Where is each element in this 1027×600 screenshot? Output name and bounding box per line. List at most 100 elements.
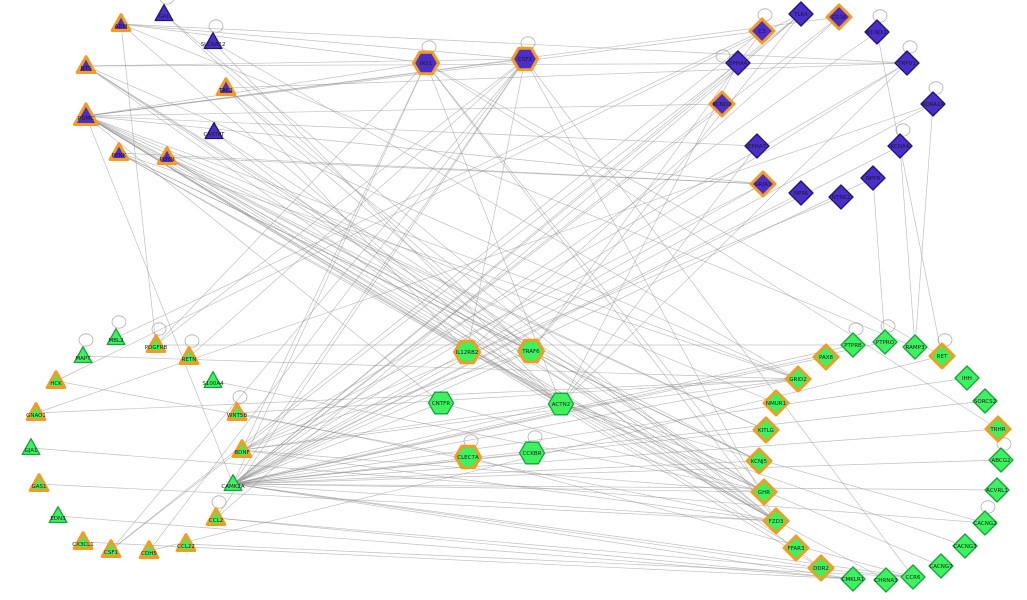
edge	[85, 115, 764, 185]
edge	[560, 403, 966, 547]
edge	[110, 30, 763, 551]
node-ghr[interactable]	[750, 478, 778, 506]
node-gja1[interactable]	[21, 437, 41, 456]
edge	[530, 30, 763, 352]
node-wnt5b[interactable]	[226, 402, 248, 421]
node-fzd3[interactable]	[762, 507, 790, 535]
edge	[232, 103, 934, 485]
node-penk[interactable]	[108, 142, 130, 161]
node-slc6a12[interactable]	[203, 31, 223, 50]
edge	[241, 62, 427, 451]
node-abcg2[interactable]	[988, 447, 1014, 473]
node-traf6[interactable]	[517, 338, 545, 364]
node-nts[interactable]	[75, 55, 97, 74]
node-camk2a[interactable]	[223, 473, 243, 492]
node-trhr[interactable]	[984, 415, 1012, 443]
edge	[225, 87, 468, 353]
node-sorcs2[interactable]	[972, 388, 998, 414]
node-csf2[interactable]	[511, 46, 539, 72]
edge	[232, 350, 532, 485]
node-kcnj11[interactable]	[864, 19, 890, 45]
edge	[560, 62, 908, 405]
node-adm[interactable]	[110, 13, 132, 32]
edge	[232, 58, 526, 485]
node-pax8[interactable]	[812, 343, 840, 371]
node-ccl22[interactable]	[175, 533, 197, 552]
node-ihh[interactable]	[954, 365, 980, 391]
edge-layer	[30, 13, 1002, 581]
edge	[163, 13, 777, 522]
node-irs1[interactable]	[412, 50, 440, 76]
node-il12rb2[interactable]	[453, 339, 481, 365]
node-cartpt[interactable]	[204, 121, 224, 140]
node-ddr2[interactable]	[807, 554, 835, 582]
node-cacng7[interactable]	[928, 553, 954, 579]
node-pdgfrb[interactable]	[145, 334, 167, 353]
edge	[225, 87, 777, 522]
edge	[85, 65, 799, 380]
node-tac1[interactable]	[215, 77, 237, 96]
node-edn3[interactable]	[48, 505, 68, 524]
node-mbl2[interactable]	[106, 327, 126, 346]
node-cmklr1[interactable]	[840, 566, 866, 592]
edge	[118, 152, 777, 522]
node-adra1a[interactable]	[920, 91, 946, 117]
node-ccl2[interactable]	[205, 507, 227, 526]
node-cacng3[interactable]	[952, 533, 978, 559]
edge	[85, 62, 908, 67]
node-c3[interactable]	[748, 17, 776, 45]
node-ffar3[interactable]	[782, 534, 810, 562]
node-nmur1[interactable]	[762, 389, 790, 417]
node-gas1[interactable]	[28, 473, 50, 492]
node-ccr6[interactable]	[900, 564, 926, 590]
node-trpv1[interactable]	[894, 50, 920, 76]
node-ptpro[interactable]	[872, 329, 898, 355]
node-cntfr[interactable]	[427, 391, 455, 415]
node-s100a4[interactable]	[203, 370, 223, 389]
node-gnao1[interactable]	[25, 402, 47, 421]
node-chrna3[interactable]	[873, 567, 899, 593]
node-kitlg[interactable]	[752, 416, 780, 444]
node-epha4[interactable]	[725, 50, 751, 76]
node-pomc[interactable]	[73, 102, 99, 126]
node-kcnd2[interactable]	[708, 90, 736, 118]
node-ramp3[interactable]	[902, 334, 928, 360]
node-ptprb[interactable]	[840, 332, 866, 358]
node-cx3cl1[interactable]	[72, 531, 94, 550]
node-epha7[interactable]	[744, 133, 770, 159]
node-gria1[interactable]	[749, 170, 777, 198]
node-retn[interactable]	[178, 346, 200, 365]
node-clec7a[interactable]	[454, 444, 482, 470]
node-mapt[interactable]	[73, 345, 93, 364]
node-kcna4[interactable]	[887, 133, 913, 159]
edge	[120, 23, 427, 64]
edge	[425, 62, 765, 493]
node-csf1[interactable]	[100, 539, 122, 558]
edge	[232, 31, 878, 485]
edge	[85, 65, 532, 352]
node-ntrk2[interactable]	[828, 184, 854, 210]
node-grid2[interactable]	[784, 365, 812, 393]
node-tlr4[interactable]	[788, 1, 814, 27]
node-acvrl1[interactable]	[984, 477, 1010, 503]
edge	[560, 145, 758, 405]
node-nppb[interactable]	[860, 165, 886, 191]
node-cckbr[interactable]	[518, 441, 546, 465]
node-ret[interactable]	[928, 342, 956, 370]
edge	[85, 58, 526, 67]
node-nppa[interactable]	[788, 180, 814, 206]
node-actn2[interactable]	[547, 392, 575, 416]
edge	[232, 16, 840, 485]
node-cd36[interactable]	[825, 3, 853, 31]
node-cdh5[interactable]	[138, 540, 160, 559]
node-cacng2[interactable]	[972, 510, 998, 536]
edge	[57, 515, 854, 580]
edge	[899, 145, 916, 348]
node-hck[interactable]	[45, 370, 67, 389]
node-kcnj5[interactable]	[745, 447, 773, 475]
node-gal[interactable]	[154, 3, 174, 22]
node-pdyn[interactable]	[156, 146, 178, 165]
node-bdnf[interactable]	[231, 439, 253, 458]
